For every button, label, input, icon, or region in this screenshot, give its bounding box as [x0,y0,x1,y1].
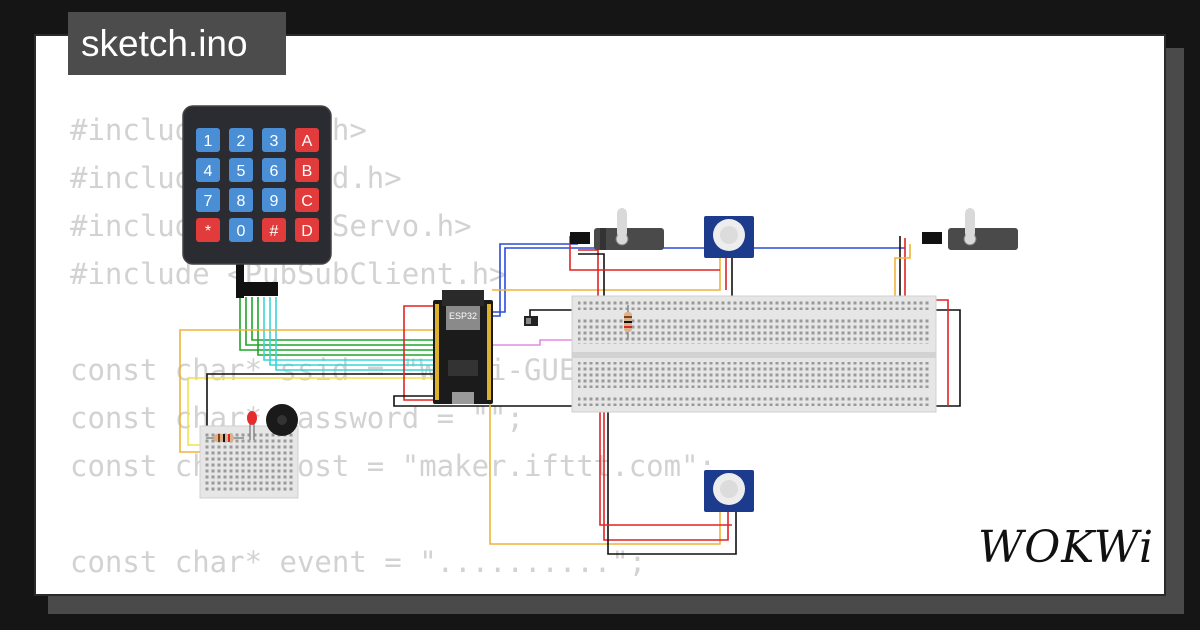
keypad-key-label: 5 [237,163,246,180]
keypad-key-2-1[interactable] [229,188,253,212]
keypad-key-label: 8 [237,193,246,210]
resistor-main [624,305,632,340]
breadboard-main [571,295,937,413]
wokwi-logo: WOKWi [978,522,1155,573]
keypad-key-3-0[interactable] [196,218,220,242]
keypad-keys: 1 2 3 A 4 5 6 B 7 8 9 C * 0 # D [196,128,319,242]
sketch-title-tab: sketch.ino [68,12,286,75]
code-line-10: const char* event = ".........."; [70,545,647,579]
keypad-key-3-3[interactable] [295,218,319,242]
keypad-key-3-1[interactable] [229,218,253,242]
servo-left [570,208,664,250]
keypad-key-2-3[interactable] [295,188,319,212]
keypad-key-label: 7 [204,193,213,210]
esp32-label: ESP32 [449,311,477,321]
keypad-key-label: * [205,223,211,240]
buzzer [266,404,298,436]
slide-switch [524,316,538,326]
keypad-key-0-1[interactable] [229,128,253,152]
keypad-key-label: A [302,133,313,150]
pir-sensor-bottom [704,470,754,512]
keypad-key-2-0[interactable] [196,188,220,212]
keypad-key-3-2[interactable] [262,218,286,242]
keypad-key-label: 3 [270,133,279,150]
keypad-key-2-2[interactable] [262,188,286,212]
keypad-key-1-1[interactable] [229,158,253,182]
servo-right [922,208,1018,250]
keypad-key-label: # [270,223,279,240]
keypad-key-1-0[interactable] [196,158,220,182]
keypad-key-label: B [302,163,313,180]
keypad-key-label: 0 [237,223,246,240]
keypad-key-label: 2 [237,133,246,150]
resistor-mini [206,434,244,442]
keypad-key-label: C [301,193,313,210]
pir-sensor-top [704,216,754,258]
keypad-key-1-3[interactable] [295,158,319,182]
keypad-key-label: 1 [204,133,213,150]
keypad-key-0-2[interactable] [262,128,286,152]
keypad-key-label: 4 [204,163,213,180]
keypad-key-label: 9 [270,193,279,210]
keypad-key-label: 6 [270,163,279,180]
keypad-key-0-3[interactable] [295,128,319,152]
keypad-key-1-2[interactable] [262,158,286,182]
keypad-key-0-0[interactable] [196,128,220,152]
keypad-key-label: D [301,223,313,240]
led-red [247,411,257,440]
esp32-board: ESP32 [433,290,493,404]
keypad: 1 2 3 A 4 5 6 B 7 8 9 C * 0 # D [182,105,332,298]
